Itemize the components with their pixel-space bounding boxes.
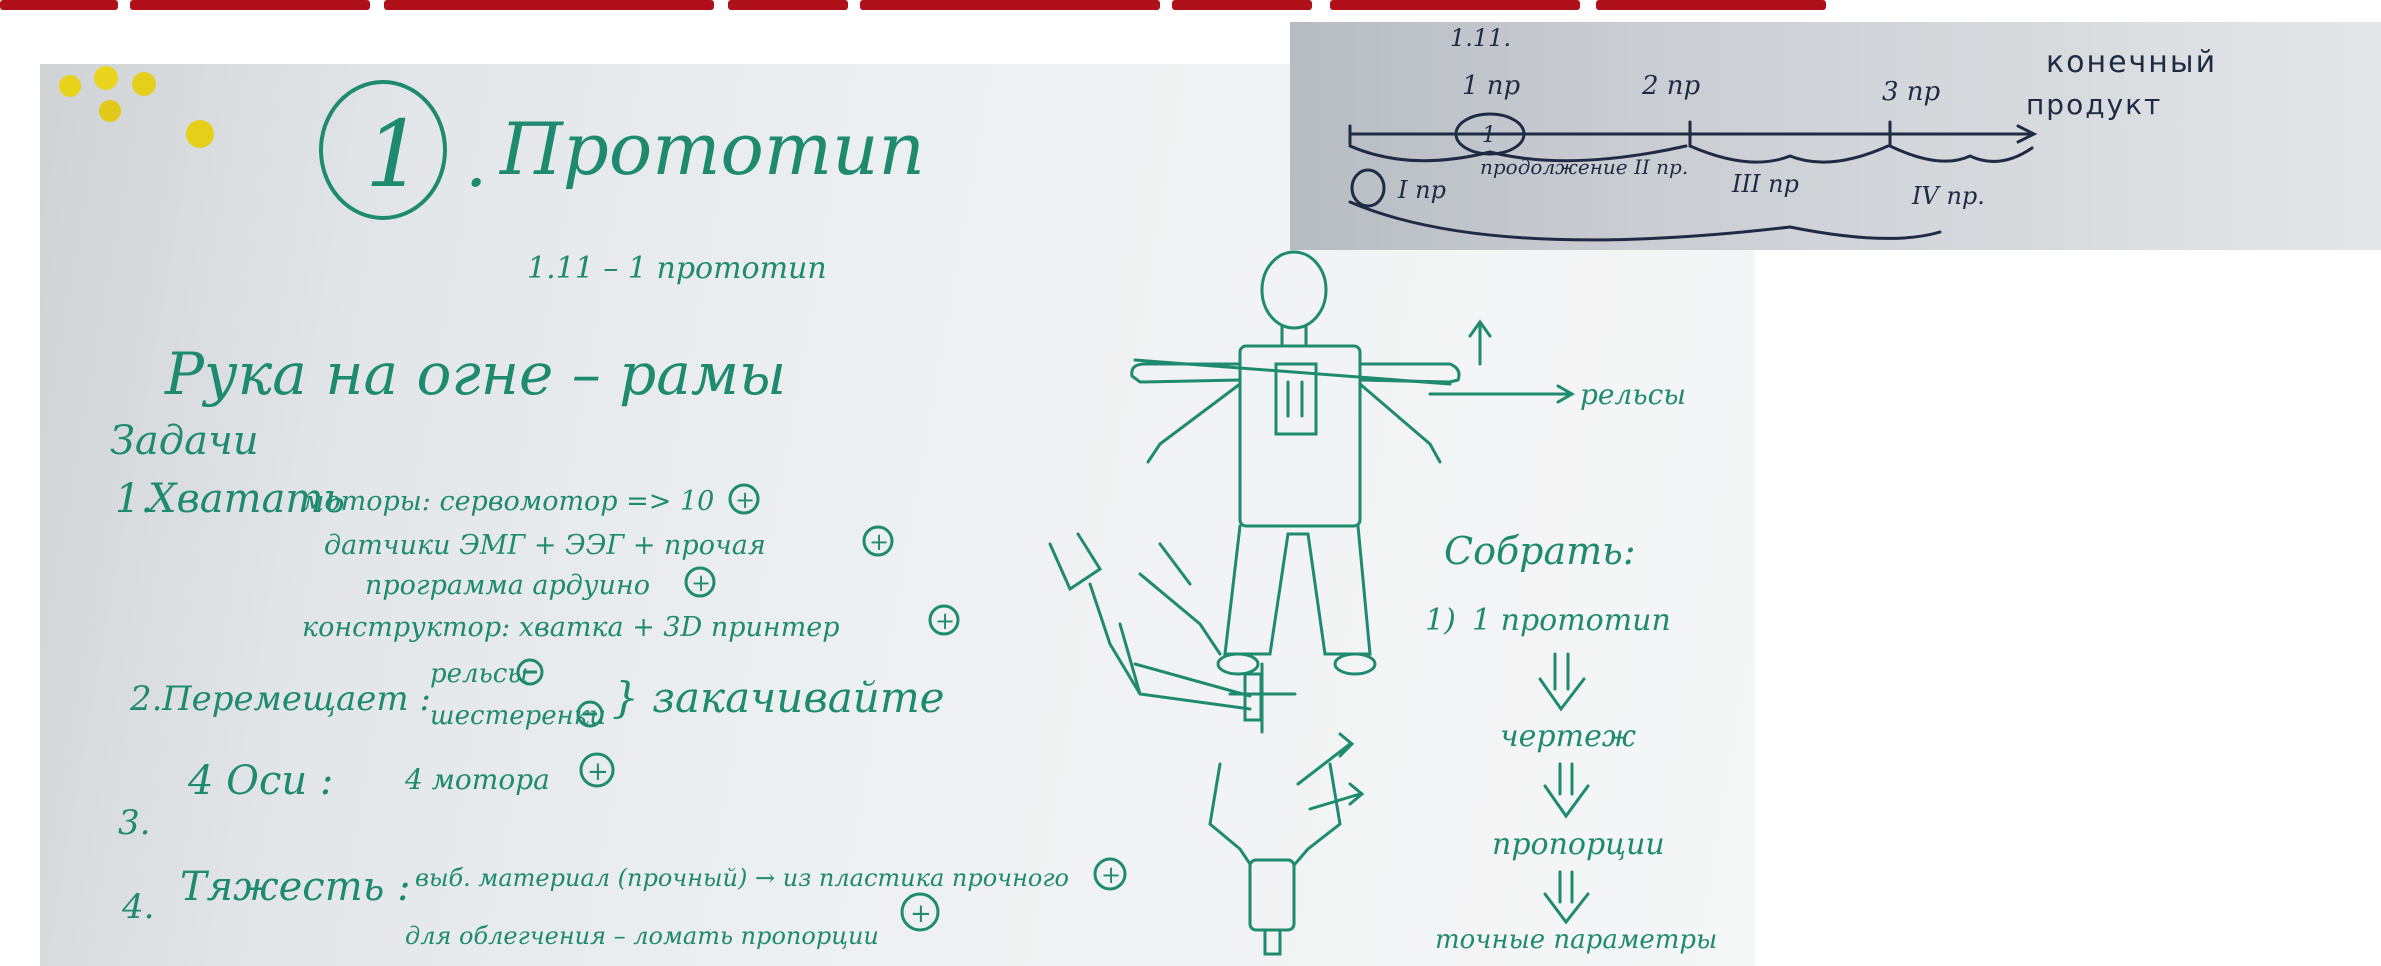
collect-title: Собрать: <box>1444 529 1636 573</box>
task-2-number: 2. <box>129 679 162 719</box>
task-1-line-4: конструктор: хватка + 3D принтер <box>302 612 840 643</box>
tasks-label: Задачи <box>110 418 259 464</box>
plus-sign: + <box>735 486 755 514</box>
task-2-action: } закачивайте <box>612 673 945 722</box>
plus-mark <box>1093 857 1127 891</box>
collect-step-2: чертеж <box>1500 719 1636 754</box>
timeline-stage-3: 3 пр <box>1882 77 1941 107</box>
task-2-option-1: рельсы <box>430 659 528 689</box>
plus-mark <box>862 525 894 557</box>
task-4-number: 4. <box>121 887 154 927</box>
task-1-line-3: программа ардуино <box>365 570 650 601</box>
task-1-title: Хватать <box>145 476 345 522</box>
task-4: 4. Тяжесть : выб. материал (прочный) → и… <box>121 857 1127 950</box>
task-4-title: Тяжесть : <box>180 864 411 910</box>
plus-mark <box>928 604 960 636</box>
timeline-date: 1.11. <box>1450 24 1511 52</box>
arm-sketch <box>1048 532 1297 734</box>
timeline-final-2: продукт <box>2026 88 2162 121</box>
task-4-line-2: для облегчения – ломать пропорции <box>405 922 879 950</box>
rails-arrows <box>1428 319 1576 404</box>
task-1-number: 1. <box>115 476 153 522</box>
task-2: 2. Перемещает : рельсы шестеренки } зака… <box>129 658 945 731</box>
task-4-line-1: выб. материал (прочный) → из пластика пр… <box>415 864 1069 892</box>
plus-sign: + <box>587 757 609 787</box>
collect-step-1: 1 прототип <box>1472 603 1671 638</box>
plus-sign: + <box>1101 861 1121 889</box>
task-3-value: 4 мотора <box>404 763 550 796</box>
timeline-stage-2: 2 пр <box>1641 71 1701 101</box>
collect-block: Собрать: 1) 1 прототип чертеж пропорции … <box>1425 529 1717 955</box>
timeline-stage-1: 1 пр <box>1462 71 1521 101</box>
plus-sign: + <box>910 899 932 929</box>
collect-step-4: точные параметры <box>1435 925 1717 955</box>
board-subtitle: 1.11 – 1 прототип <box>527 251 827 286</box>
task-3-number: 3. <box>118 803 150 843</box>
board-heading: Рука на огне – рамы <box>164 340 786 408</box>
timeline-label-2: продолжение II пр. <box>1480 155 1688 179</box>
task-1-line-1: моторы: сервомотор => 10 <box>302 486 714 517</box>
task-1: 1. Хватать моторы: сервомотор => 10 + да… <box>115 476 960 643</box>
timeline-label-1: I пр <box>1397 176 1446 204</box>
task-3-title: 4 Оси : <box>187 758 333 804</box>
minus-mark <box>516 658 544 686</box>
figure-label: рельсы <box>1580 378 1686 411</box>
timeline-final-1: конечный <box>2046 45 2217 80</box>
task-2-title: Перемещает : <box>161 679 431 719</box>
task-3: 3. 4 Оси : 4 мотора + <box>118 752 615 843</box>
plus-mark <box>728 483 760 515</box>
timeline-marker: 1 <box>1482 123 1496 148</box>
board-dot: . <box>465 121 487 203</box>
plus-mark <box>900 892 940 932</box>
timeline-label-3: III пр <box>1731 170 1799 198</box>
robot-figure-sketch <box>1130 250 1461 676</box>
timeline-inset-photo: 1.11. 1 пр 2 пр 3 пр конечный продукт 1 … <box>1290 22 2381 250</box>
board-number: 1 <box>365 101 424 208</box>
timeline-axis <box>1348 112 2038 242</box>
collect-step-number: 1) <box>1425 603 1456 638</box>
task-1-line-2: датчики ЭМГ + ЭЭГ + прочая <box>324 530 766 561</box>
magnets <box>59 66 214 148</box>
plus-sign: + <box>935 607 955 635</box>
minus-mark <box>576 700 604 728</box>
header-strip <box>0 0 2381 16</box>
plus-sign: + <box>869 528 889 556</box>
timeline-label-4: IV пр. <box>1911 182 1985 210</box>
plus-sign: + <box>691 569 711 597</box>
plus-mark <box>684 566 716 598</box>
number-circle <box>319 80 447 220</box>
board-title: Прототип <box>498 107 925 191</box>
gripper-sketch <box>1208 732 1365 956</box>
collect-step-3: пропорции <box>1492 827 1665 862</box>
plus-mark <box>579 752 615 788</box>
